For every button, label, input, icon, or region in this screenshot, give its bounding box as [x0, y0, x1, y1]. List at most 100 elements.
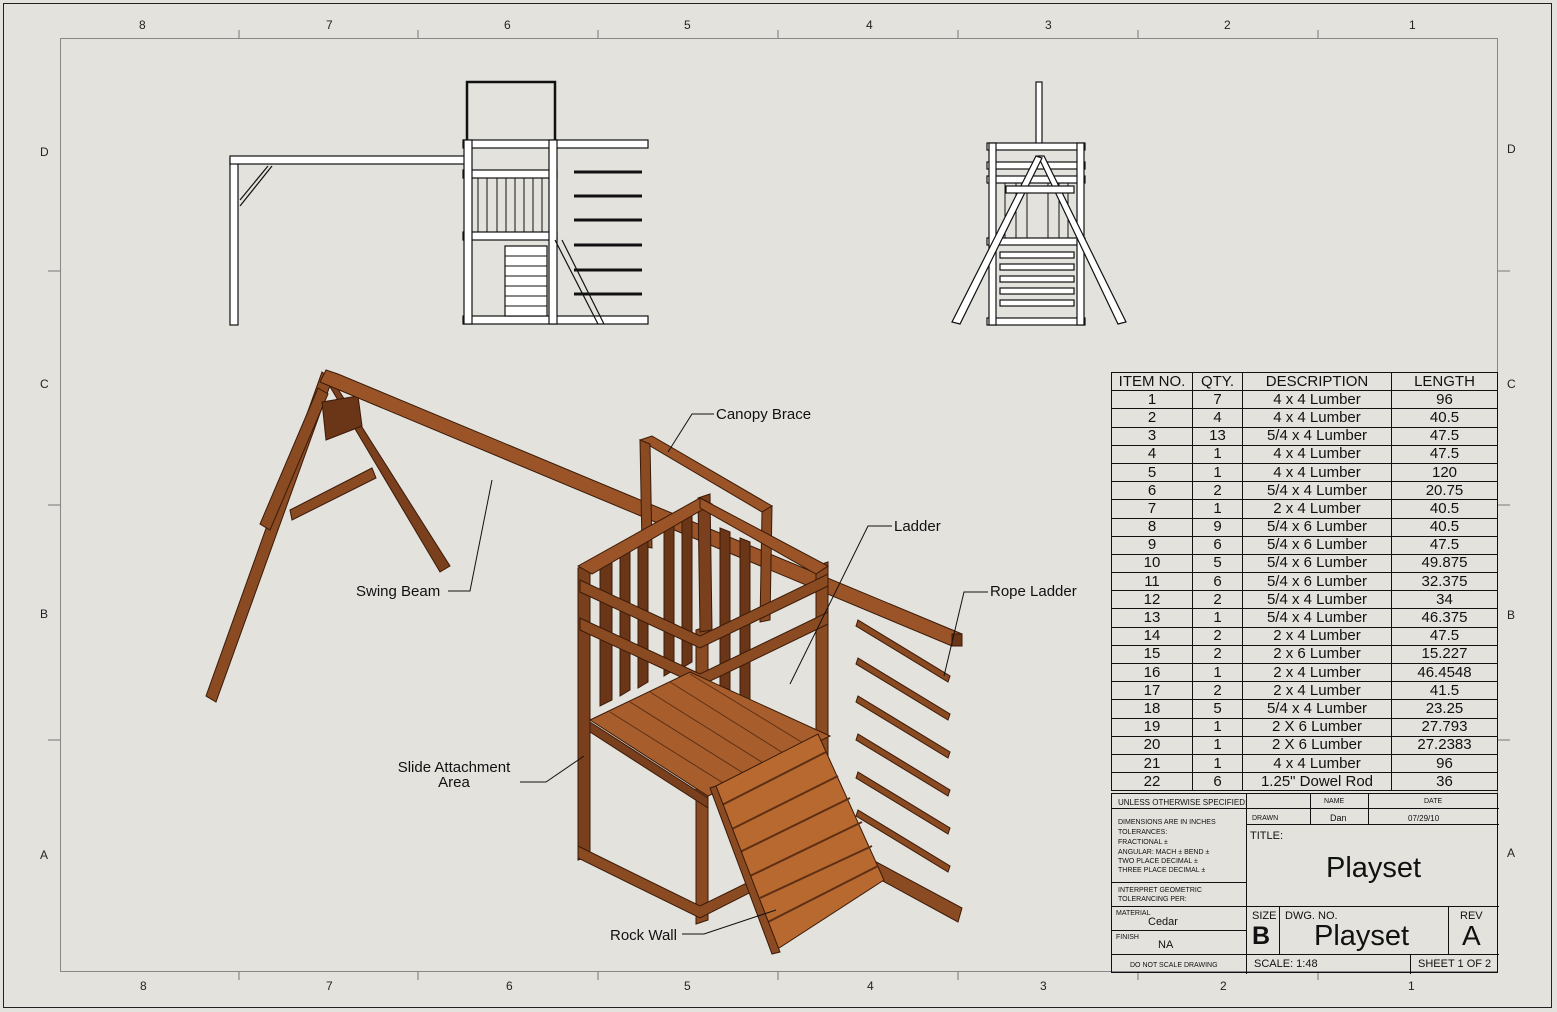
callout-rock-wall: Rock Wall: [610, 927, 677, 944]
zone-col-8-bottom: 8: [140, 979, 147, 993]
bom-item-no: 19: [1111, 717, 1193, 737]
bom-length: 27.2383: [1391, 735, 1498, 755]
bom-length: 46.4548: [1391, 662, 1498, 683]
bom-qty: 4: [1192, 408, 1243, 428]
bom-qty: 1: [1192, 462, 1243, 483]
zone-col-5: 5: [684, 18, 691, 32]
tb-material-label: MATERIAL: [1116, 910, 1151, 917]
drawing-border: [60, 38, 1498, 972]
bom-qty: 1: [1192, 608, 1243, 628]
zone-col-1: 1: [1409, 18, 1416, 32]
tb-dims: DIMENSIONS ARE IN INCHES: [1118, 819, 1216, 826]
bom-header-qty: QTY.: [1192, 371, 1243, 392]
bom-qty: 1: [1192, 444, 1243, 464]
tb-drawn-name: Dan: [1330, 813, 1347, 823]
tb-size: B: [1252, 922, 1271, 950]
zone-col-6: 6: [504, 18, 511, 32]
bom-qty: 1: [1192, 753, 1243, 774]
drawing-sheet: [3, 3, 1552, 1008]
bom-qty: 5: [1192, 699, 1243, 719]
zone-row-d-right: D: [1507, 142, 1516, 156]
bom-qty: 6: [1192, 572, 1243, 592]
bom-item-no: 18: [1111, 699, 1193, 719]
tb-unless: UNLESS OTHERWISE SPECIFIED:: [1118, 798, 1248, 807]
bom-qty: 1: [1192, 662, 1243, 683]
tb-fractional: FRACTIONAL ±: [1118, 839, 1168, 846]
bom-length: 47.5: [1391, 444, 1498, 464]
tb-title: Playset: [1326, 852, 1422, 884]
bom-length: 34: [1391, 590, 1498, 610]
leader-lines: [448, 413, 988, 935]
bom-description: 5/4 x 4 Lumber: [1242, 699, 1392, 719]
bom-item-no: 4: [1111, 444, 1193, 464]
tb-title-label: TITLE:: [1250, 830, 1284, 842]
bom-qty: 6: [1192, 535, 1243, 555]
bom-header-row: ITEM NO. QTY. DESCRIPTION LENGTH: [1111, 371, 1498, 392]
bom-length: 20.75: [1391, 481, 1498, 501]
bom-item-no: 17: [1111, 681, 1193, 701]
tb-drawn-date: 07/29/10: [1408, 814, 1440, 823]
bom-item-no: 6: [1111, 481, 1193, 501]
zone-col-2-bottom: 2: [1220, 979, 1227, 993]
tb-material: Cedar: [1148, 916, 1178, 928]
bom-description: 4 x 4 Lumber: [1242, 408, 1392, 428]
bom-length: 40.5: [1391, 499, 1498, 519]
tb-finish: NA: [1158, 939, 1174, 951]
bom-description: 4 x 4 Lumber: [1242, 753, 1392, 774]
bom-description: 2 X 6 Lumber: [1242, 717, 1392, 737]
zone-col-3-bottom: 3: [1040, 979, 1047, 993]
tb-interpret-2: TOLERANCING PER:: [1118, 896, 1187, 903]
bom-description: 5/4 x 6 Lumber: [1242, 572, 1392, 592]
bom-length: 96: [1391, 753, 1498, 774]
bom-qty: 2: [1192, 590, 1243, 610]
bom-description: 2 X 6 Lumber: [1242, 735, 1392, 755]
bom-item-no: 5: [1111, 462, 1193, 483]
bom-description: 2 x 6 Lumber: [1242, 644, 1392, 665]
bom-length: 36: [1391, 772, 1498, 792]
bom-description: 5/4 x 4 Lumber: [1242, 481, 1392, 501]
bom-item-no: 16: [1111, 662, 1193, 683]
bom-item-no: 14: [1111, 626, 1193, 646]
bom-length: 49.875: [1391, 553, 1498, 574]
bom-qty: 2: [1192, 681, 1243, 701]
tb-scale: SCALE: 1:48: [1254, 958, 1318, 970]
zone-col-1-bottom: 1: [1408, 979, 1415, 993]
bom-header-description: DESCRIPTION: [1242, 371, 1392, 392]
bom-header-length: LENGTH: [1391, 371, 1498, 392]
bom-item-no: 3: [1111, 426, 1193, 446]
bom-length: 46.375: [1391, 608, 1498, 628]
bom-item-no: 8: [1111, 517, 1193, 537]
bom-qty: 13: [1192, 426, 1243, 446]
bom-item-no: 10: [1111, 553, 1193, 574]
bom-item-no: 9: [1111, 535, 1193, 555]
callout-swing-beam: Swing Beam: [356, 583, 441, 600]
zone-row-a-right: A: [1507, 846, 1516, 860]
callout-slide-attachment-line2: Area: [438, 774, 470, 791]
side-view: [951, 81, 1127, 326]
zone-col-2: 2: [1224, 18, 1231, 32]
bom-description: 5/4 x 4 Lumber: [1242, 608, 1392, 628]
tb-name-header: NAME: [1324, 798, 1345, 805]
bom-length: 47.5: [1391, 535, 1498, 555]
zone-row-a: A: [40, 848, 49, 862]
bom-item-no: 15: [1111, 644, 1193, 665]
tb-rev: A: [1462, 920, 1481, 951]
tb-sheet: SHEET 1 OF 2: [1418, 958, 1492, 970]
bom-item-no: 1: [1111, 390, 1193, 410]
zone-col-8: 8: [139, 18, 146, 32]
bom-description: 4 x 4 Lumber: [1242, 390, 1392, 410]
bom-qty: 5: [1192, 553, 1243, 574]
bom-length: 23.25: [1391, 699, 1498, 719]
bom-item-no: 22: [1111, 772, 1193, 792]
